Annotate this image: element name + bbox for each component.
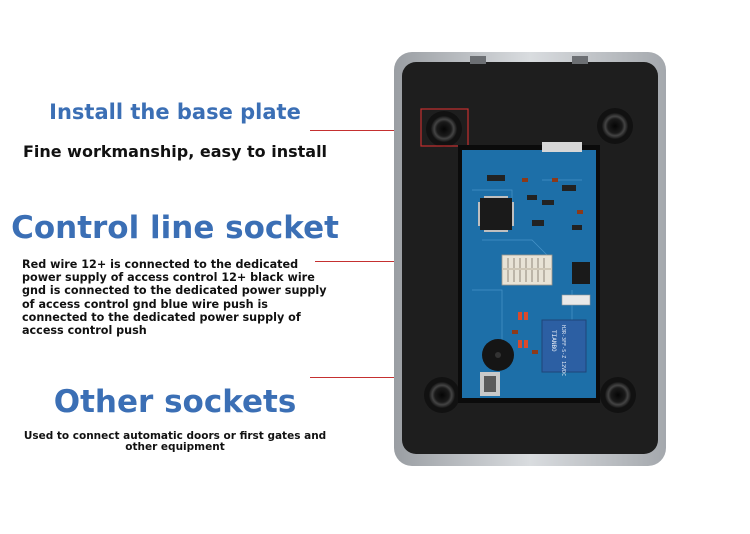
relay-model-label: HJR-3FF-S-Z 12VDC [560,325,566,376]
relay-brand-label: TIANBO [550,330,557,352]
screw-hole-bottom-left [424,377,460,413]
buzzer [482,339,514,371]
base-plate-pointer-line [310,130,422,131]
microcontroller-chip [480,198,512,230]
small-connector [561,294,591,306]
screw-hole-bottom-right [600,377,636,413]
base-plate-subtitle: Fine workmanship, easy to install [22,142,328,161]
relay: TIANBO HJR-3FF-S-Z 12VDC [541,319,587,376]
control-socket-description: Red wire 12+ is connected to the dedicat… [22,258,327,338]
control-socket-title: Control line socket [11,210,339,246]
access-control-device: TIANBO HJR-3FF-S-Z 12VDC [394,52,666,466]
other-sockets-title: Other sockets [53,384,297,420]
base-plate-highlight-box [420,108,469,147]
driver-chip [572,262,590,284]
screw-hole-top-left [426,111,462,147]
screw-hole-top-right [597,108,633,144]
other-sockets-description: Used to connect automatic doors or first… [23,430,327,453]
base-plate-title: Install the base plate [49,100,301,124]
control-line-socket [501,254,553,286]
other-socket-terminal [480,372,500,396]
